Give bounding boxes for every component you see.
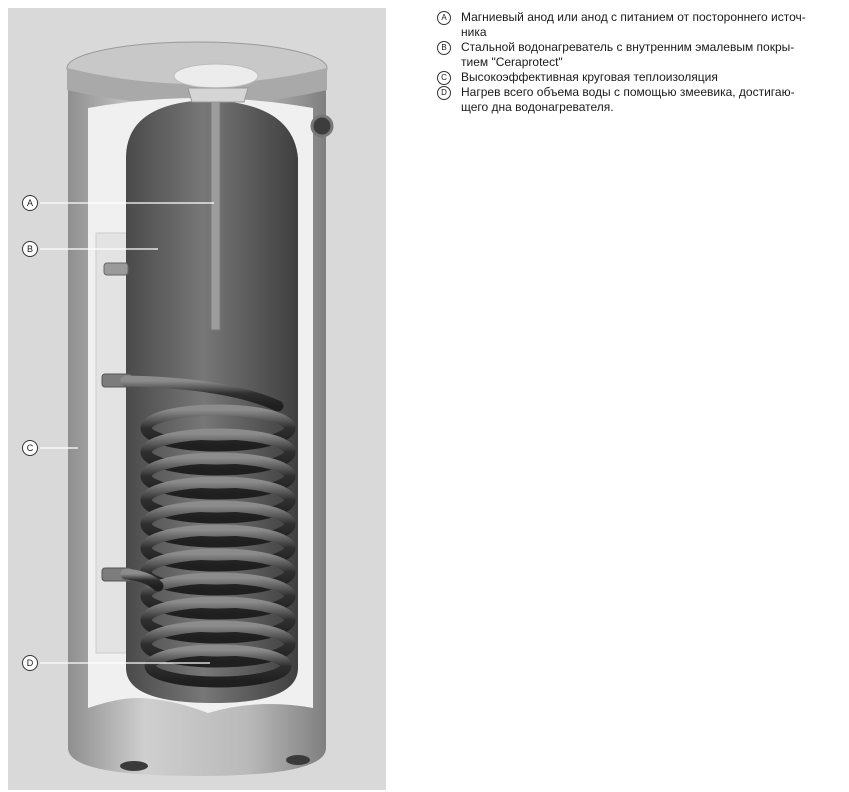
legend-text: Высокоэффективная круговая теплоизоляция: [461, 70, 718, 84]
legend-marker: A: [437, 11, 451, 25]
legend-item-d: D Нагрев всего объема воды с помощью зме…: [437, 85, 845, 115]
legend-text: Стальной водонагреватель с внутренним эм…: [461, 40, 795, 69]
callout-d: D: [22, 655, 38, 671]
water-heater-illustration: A B C D: [8, 8, 386, 790]
legend-item-c: C Высокоэффективная круговая теплоизоляц…: [437, 70, 845, 85]
anode-fitting: [187, 87, 249, 103]
legend-marker: B: [437, 41, 451, 55]
foot-right: [286, 755, 310, 765]
legend: A Магниевый анод или анод с питанием от …: [437, 10, 845, 115]
legend-marker: D: [437, 86, 451, 100]
legend-text: Магниевый анод или анод с питанием от по…: [461, 10, 806, 39]
legend-item-a: A Магниевый анод или анод с питанием от …: [437, 10, 845, 40]
anode-rod: [210, 93, 221, 331]
legend-marker: C: [437, 71, 451, 85]
callout-b: B: [22, 241, 38, 257]
callout-c: C: [22, 440, 38, 456]
water-heater-cutaway: [40, 41, 334, 776]
heating-coil: [120, 375, 296, 688]
callout-a: A: [22, 195, 38, 211]
foot-left: [120, 761, 148, 771]
legend-text: Нагрев всего объема воды с помощью змеев…: [461, 85, 795, 114]
upper-nozzle: [103, 262, 129, 276]
lid-cap: [173, 63, 259, 89]
legend-item-b: B Стальной водонагреватель с внутренним …: [437, 40, 845, 70]
side-port: [310, 114, 334, 138]
leader-lines: [40, 202, 214, 664]
